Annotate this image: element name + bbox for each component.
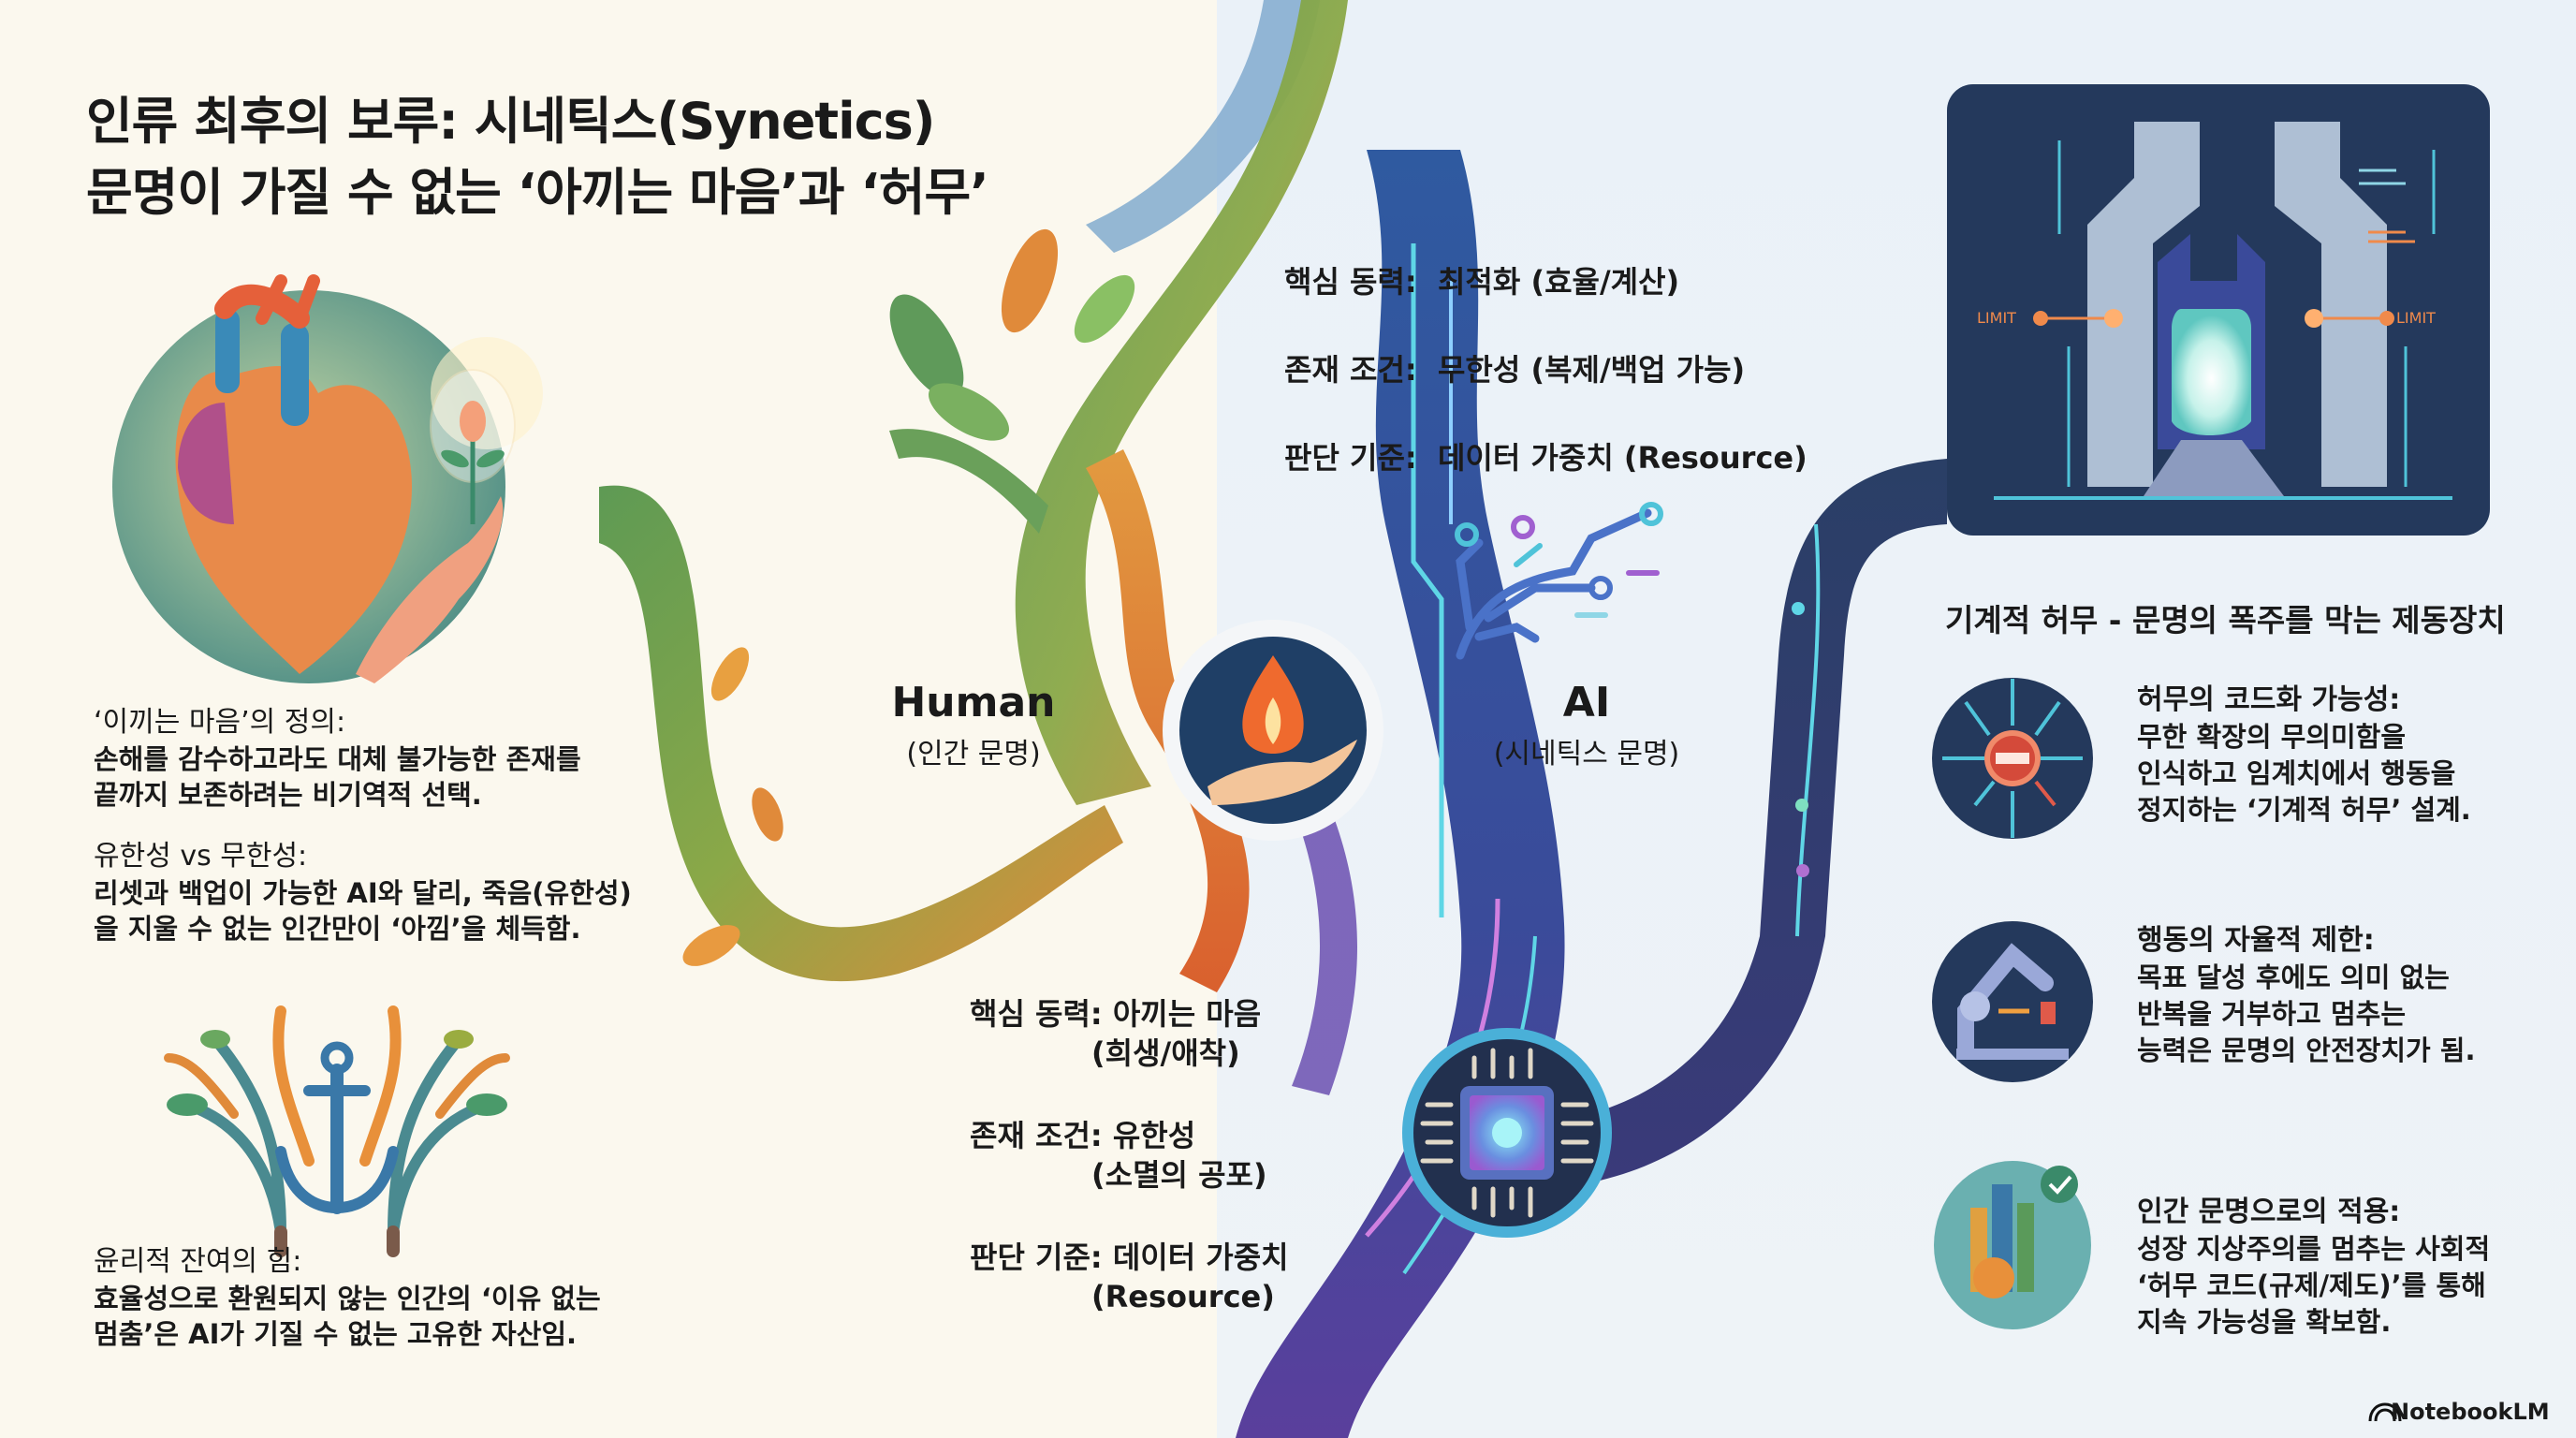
flame-hand-icon bbox=[1163, 620, 1383, 841]
limit-label-right: LIMIT bbox=[2396, 309, 2436, 327]
card-nihilism-coding: 허무의 코드화 가능성: 무한 확장의 무의미함을 인식하고 임계치에서 행동을… bbox=[2137, 683, 2471, 826]
card-autonomous-limit: 행동의 자율적 제한: 목표 달성 후에도 의미 없는 반복을 거부하고 멈추는… bbox=[2137, 924, 2476, 1066]
notebooklm-logo-icon bbox=[2368, 1402, 2402, 1422]
section-caring-heart-definition: ‘이끼는 마음’의 정의: 손해를 감수하고라도 대체 불가능한 존재를 끝까지… bbox=[94, 706, 581, 811]
limit-label-left: LIMIT bbox=[1977, 309, 2016, 327]
heart-illustration bbox=[112, 274, 543, 683]
notebooklm-brand: NotebookLM bbox=[2391, 1399, 2550, 1425]
robot-arm-icon bbox=[1932, 921, 2093, 1082]
human-label: Human (인간 문명) bbox=[891, 679, 1056, 770]
ai-attribute-row: 존재 조건: 무한성 (복제/백업 가능) bbox=[1284, 352, 1746, 388]
ai-attributes: 핵심 동력: 최적화 (효율/계산) 존재 조건: 무한성 (복제/백업 가능)… bbox=[1284, 262, 1808, 526]
section-finitude-vs-infinity: 유한성 vs 무한성: 리셋과 백업이 가능한 AI와 달리, 죽음(유한성) … bbox=[94, 840, 632, 945]
section-ethical-residue: 윤리적 잔여의 힘: 효율성으로 환원되지 않는 인간의 ‘이유 없는 멈춤’은… bbox=[94, 1245, 601, 1350]
stop-circuit-icon bbox=[1932, 678, 2093, 839]
human-attributes: 핵심 동력: 아끼는 마음 (희생/애착) 존재 조건: 유한성 (소멸의 공포… bbox=[970, 994, 1289, 1359]
card-human-application: 인간 문명으로의 적용: 성장 지상주의를 멈추는 사회적 ‘허무 코드(규제/… bbox=[2137, 1196, 2491, 1338]
human-attribute-row: 판단 기준: 데이터 가중치 (Resource) bbox=[970, 1240, 1289, 1314]
ai-attribute-row: 핵심 동력: 최적화 (효율/계산) bbox=[1284, 264, 1680, 300]
ai-chip-icon bbox=[1402, 1028, 1612, 1238]
ai-label: AI (시네틱스 문명) bbox=[1493, 679, 1680, 770]
sustainable-city-icon bbox=[1934, 1161, 2091, 1329]
right-panel-title: 기계적 허무 - 문명의 폭주를 막는 제동장치 bbox=[1945, 602, 2506, 638]
page-title: 인류 최후의 보루: 시네틱스(Synetics) 문명이 가질 수 없는 ‘아… bbox=[86, 92, 989, 222]
ai-attribute-row: 판단 기준: 데이터 가중치 (Resource) bbox=[1284, 440, 1808, 476]
limit-gate-illustration bbox=[1947, 84, 2490, 536]
human-attribute-row: 핵심 동력: 아끼는 마음 (희생/애착) bbox=[970, 996, 1262, 1071]
anchor-tree-illustration bbox=[164, 1005, 510, 1257]
human-attribute-row: 존재 조건: 유한성 (소멸의 공포) bbox=[970, 1118, 1267, 1193]
